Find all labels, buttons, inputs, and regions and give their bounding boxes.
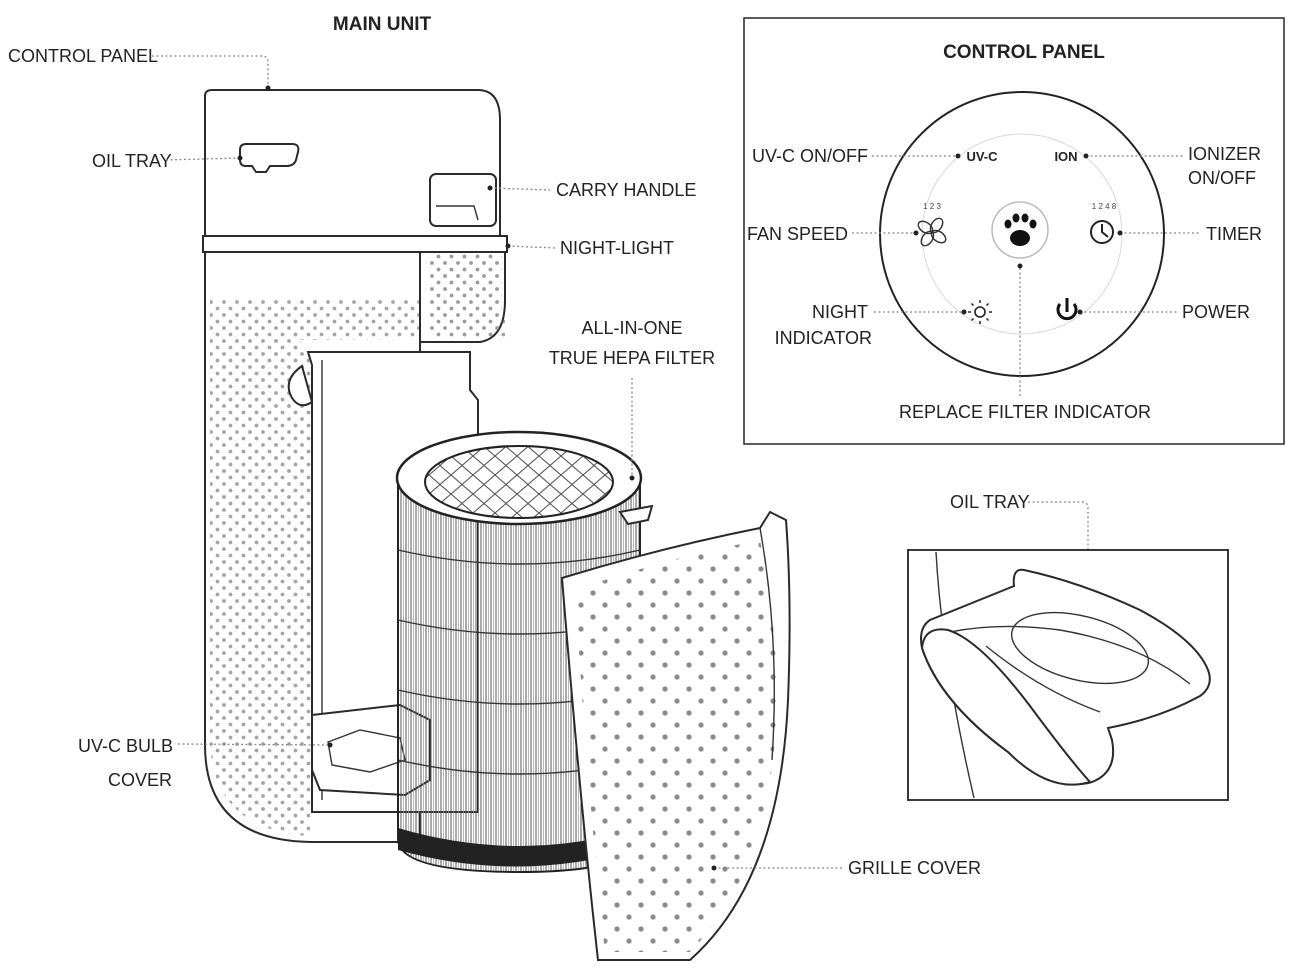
label-timer: TIMER	[1206, 224, 1262, 244]
label-night-light: NIGHT-LIGHT	[560, 238, 674, 258]
uv-c-button[interactable]: UV-C	[966, 149, 998, 164]
top-housing	[204, 89, 501, 249]
label-control-panel: CONTROL PANEL	[8, 46, 158, 66]
oil-tray-inset: OIL TRAY	[907, 492, 1229, 801]
power-icon[interactable]	[1056, 298, 1078, 321]
label-carry-handle: CARRY HANDLE	[556, 180, 696, 200]
label-power: POWER	[1182, 302, 1250, 322]
main-unit-perforation	[210, 300, 505, 836]
label-hepa-line1: ALL-IN-ONE	[581, 318, 682, 338]
label-hepa-line2: TRUE HEPA FILTER	[549, 348, 715, 368]
label-grille-cover: GRILLE COVER	[848, 858, 981, 878]
control-panel-inset: CONTROL PANEL UV-C ION 1 2 3 1	[743, 17, 1285, 445]
label-replace-filter: REPLACE FILTER INDICATOR	[899, 402, 1151, 422]
label-uvc-onoff: UV-C ON/OFF	[752, 146, 868, 166]
carry-handle-shape	[429, 173, 497, 227]
night-light-rim	[202, 235, 508, 253]
oil-tray-slot	[239, 143, 300, 173]
label-fan-speed: FAN SPEED	[747, 224, 848, 244]
label-uvc-line1: UV-C BULB	[78, 736, 173, 756]
fan-speed-marks: 1 2 3	[923, 202, 941, 211]
timer-marks: 1 2 4 8	[1092, 202, 1117, 211]
oil-tray-inset-title: OIL TRAY	[950, 492, 1030, 512]
ion-button[interactable]: ION	[1054, 149, 1077, 164]
main-unit-title: MAIN UNIT	[333, 14, 432, 35]
control-panel-title: CONTROL PANEL	[943, 42, 1105, 63]
label-night-line1: NIGHT	[812, 302, 868, 322]
label-night-line2: INDICATOR	[775, 328, 872, 348]
label-ionizer-line2: ON/OFF	[1188, 168, 1256, 188]
night-indicator-sun-icon[interactable]	[968, 300, 992, 324]
replace-filter-indicator-icon	[991, 201, 1049, 259]
fan-speed-icon[interactable]	[916, 216, 948, 248]
label-ionizer-line1: IONIZER	[1188, 144, 1261, 164]
timer-icon[interactable]	[1090, 220, 1114, 244]
label-uvc-line2: COVER	[108, 770, 172, 790]
label-oil-tray: OIL TRAY	[92, 151, 172, 171]
grille-cover-illustration	[560, 510, 791, 961]
